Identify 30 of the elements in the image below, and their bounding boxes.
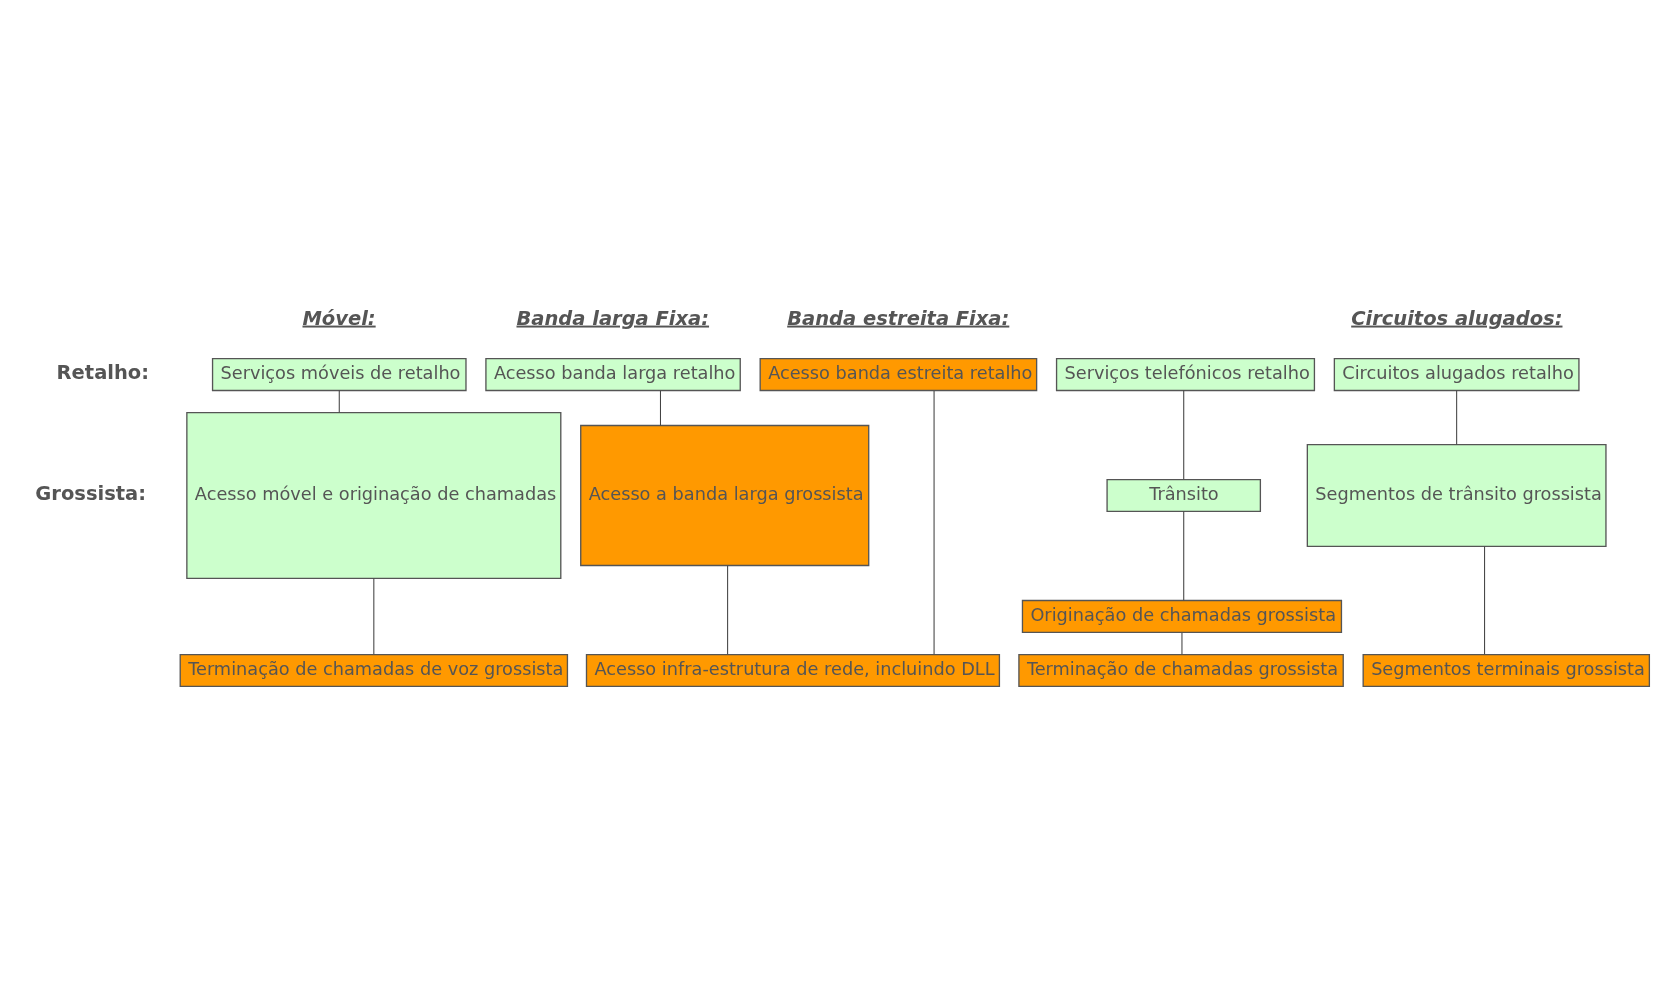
node-box: Serviços telefónicos retalho — [1055, 357, 1316, 392]
connector — [1484, 546, 1486, 655]
label: Circuitos alugados: — [1351, 306, 1563, 330]
connector — [659, 390, 661, 426]
connector — [1183, 390, 1185, 480]
node-box: Terminação de chamadas grossista — [1018, 653, 1344, 688]
label: Retalho: — [56, 360, 150, 384]
connector — [1181, 632, 1183, 655]
node-box: Acesso a banda larga grossista — [580, 424, 870, 567]
connector — [1183, 511, 1185, 601]
label: Banda estreita Fixa: — [787, 306, 1010, 330]
connector — [1456, 390, 1458, 446]
node-box: Segmentos de trânsito grossista — [1306, 443, 1607, 548]
node-box: Terminação de chamadas de voz grossista — [179, 653, 569, 688]
connector — [933, 390, 935, 655]
node-box: Circuitos alugados retalho — [1333, 357, 1580, 392]
connector — [727, 565, 729, 655]
node-box: Acesso banda estreita retalho — [759, 357, 1038, 392]
label: Grossista: — [35, 481, 147, 505]
label: Banda larga Fixa: — [516, 306, 710, 330]
connector — [338, 390, 340, 414]
node-box: Acesso banda larga retalho — [485, 357, 741, 392]
node-box: Acesso móvel e originação de chamadas — [186, 412, 562, 579]
connector — [373, 577, 375, 655]
node-box: Segmentos terminais grossista — [1362, 653, 1651, 688]
label: Móvel: — [302, 306, 376, 330]
node-box: Acesso infra-estrutura de rede, incluindo DLL — [585, 653, 1001, 688]
node-box: Originação de chamadas grossista — [1021, 599, 1343, 634]
node-box: Serviços móveis de retalho — [211, 357, 467, 392]
node-box: Trânsito — [1106, 478, 1262, 513]
